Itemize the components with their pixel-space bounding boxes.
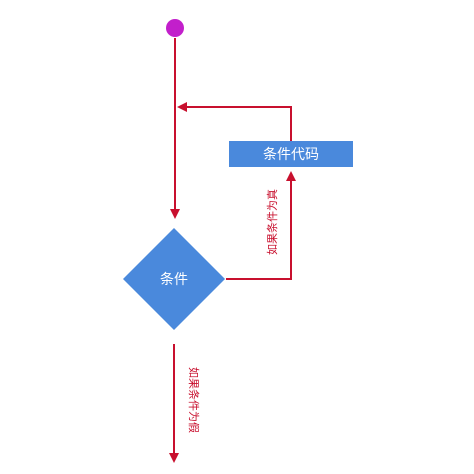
false-branch-label: 如果条件为假 xyxy=(187,367,201,433)
process-box-label: 条件代码 xyxy=(263,146,319,163)
true-branch-label: 如果条件为真 xyxy=(265,189,279,255)
arrow-true-branch xyxy=(226,171,296,280)
process-box xyxy=(229,141,353,167)
decision-diamond xyxy=(123,228,225,330)
arrow-process-to-mainline xyxy=(177,102,292,141)
start-node xyxy=(166,19,184,37)
decision-label: 条件 xyxy=(160,271,188,288)
